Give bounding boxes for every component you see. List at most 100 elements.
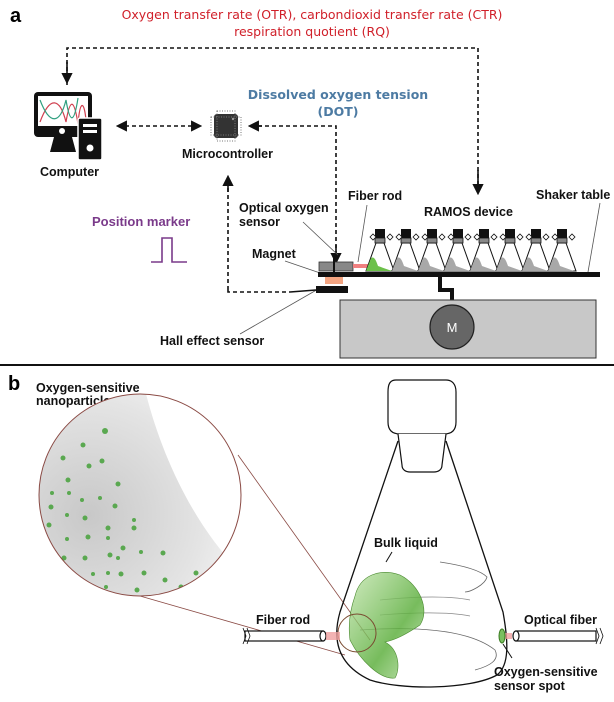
hall-effect-sensor [316,286,348,293]
computer-label: Computer [40,165,99,179]
magnet-label: Magnet [252,247,297,261]
fiber-rod-leader-line [357,204,368,263]
nanoparticle [197,617,202,622]
nanoparticle [112,604,117,609]
panel-b-letter: b [8,373,20,395]
nanoparticle [120,545,126,551]
nanoparticle [115,481,121,487]
nanoparticle [167,612,172,617]
nanoparticle [193,570,199,576]
nanoparticle [106,571,110,575]
culture-liquid [522,257,548,271]
computer-icon [34,92,103,161]
optical-sensor-label-line1: Optical oxygen [239,201,329,215]
nanoparticle [60,455,66,461]
panel-a-letter: a [10,5,22,27]
shaker-leader-line [587,202,601,273]
nanoparticle [134,587,140,593]
nanoparticle [131,525,137,531]
ramos-flask [391,229,421,272]
nanoparticle [65,477,71,483]
magnet-block [325,277,343,284]
position-marker-pulse-icon [151,237,187,263]
nanoparticle [132,518,136,522]
sensor-spot-leader-line [502,643,513,659]
sensor-spot [498,628,506,644]
fiber-rod-label: Fiber rod [348,189,402,203]
nanoparticle [86,463,92,469]
nanoparticle [124,623,129,628]
culture-liquid [496,257,522,271]
shaker-platform [318,272,600,277]
nanoparticle [67,491,71,495]
bulk-liquid [348,572,425,679]
nanoparticle [50,551,54,555]
nanoparticle [39,531,41,535]
ramos-flask [365,229,395,272]
ramos-flask [495,229,525,272]
hall-sensor-label: Hall effect sensor [160,334,264,348]
nanoparticle [99,458,105,464]
culture-liquid [444,257,470,271]
fiber-rod-beam [353,264,373,268]
nanoparticle [192,597,196,601]
nanoparticle [107,552,113,558]
otr-label-line2: respiration quotient (RQ) [234,24,390,39]
microcontroller-label: Microcontroller [182,147,273,161]
hall-wire [289,289,317,293]
ramos-label: RAMOS device [424,205,513,219]
hall-data-path [227,290,290,293]
zoom-line-top [237,454,371,641]
microcontroller-chip-icon [210,110,242,142]
nanoparticle-label-line2: nanoparticle [36,394,110,408]
optical-oxygen-sensor [318,261,354,272]
dot-label-line2: (DOT) [318,104,359,119]
nanoparticle [118,571,124,577]
dot-label-line1: Dissolved oxygen tension [248,87,428,102]
bulk-liquid-leader-line [385,551,393,563]
nanoparticle [80,442,86,448]
nanoparticle [116,556,120,560]
nanoparticle [139,550,143,554]
nanoparticle [162,577,168,583]
nanoparticle [108,618,112,622]
nanoparticle [61,555,67,561]
sensor-spot-label-line2: sensor spot [494,679,566,693]
sensor-spot-label-line1: Oxygen-sensitive [494,665,598,679]
bulk-liquid-label: Bulk liquid [374,536,438,550]
nanoparticle [112,503,118,509]
nanoparticle [82,515,88,521]
nanoparticle [82,555,88,561]
magnified-view [38,393,242,628]
position-marker-label: Position marker [92,214,190,229]
shake-flask [336,379,508,688]
nanoparticle [104,585,108,589]
nanoparticle [50,491,54,495]
fiber-rod-b-label: Fiber rod [256,613,310,627]
green-culture [366,257,392,271]
nanoparticle [96,602,100,606]
ramos-flask [417,229,447,272]
nanoparticle [98,496,102,500]
nanoparticle [85,534,91,540]
nanoparticle [80,498,84,502]
hall-leader-line [239,287,321,335]
nanoparticle [65,513,69,517]
nanoparticle [46,564,50,568]
nanoparticle [46,522,52,528]
culture-liquid [418,257,444,271]
ramos-flasks [365,229,577,272]
zoom-line-bottom [139,595,346,656]
flask-neck [397,433,447,473]
nanoparticle [81,610,86,615]
nanoparticle [65,537,69,541]
culture-liquid [548,257,574,271]
fiber-rod-b [242,627,340,645]
nanoparticle [64,571,68,575]
optical-sensor-label-line2: sensor [239,215,280,229]
nanoparticle [144,616,149,621]
nanoparticle [141,570,147,576]
nanoparticle [91,572,95,576]
